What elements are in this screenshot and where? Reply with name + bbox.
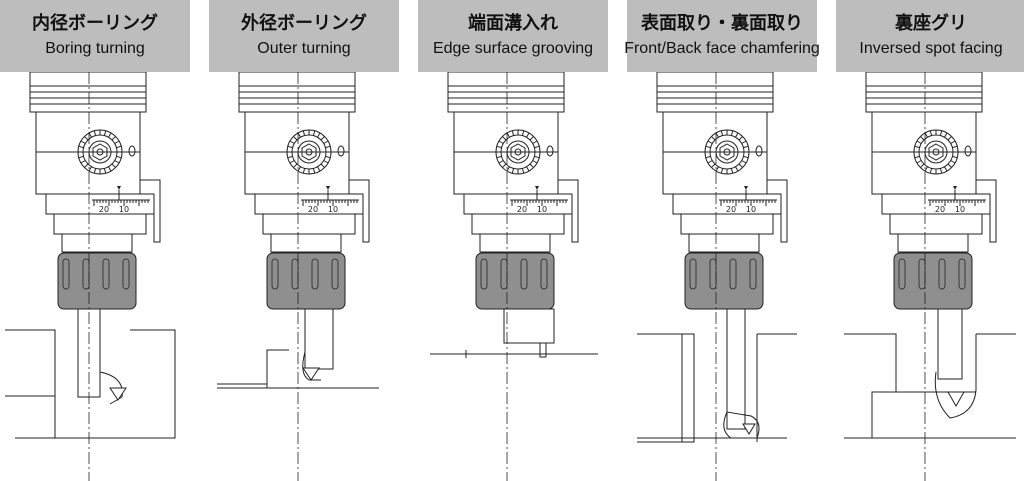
hex-socket-icon	[510, 143, 526, 161]
scale-label-20: 20	[935, 205, 945, 214]
scale-label-20: 20	[517, 205, 527, 214]
collet-nut	[684, 252, 764, 310]
panel-header: 裏座グリ Inversed spot facing	[836, 0, 1024, 72]
title-english: Boring turning	[45, 40, 145, 57]
workpiece-and-tool	[5, 308, 176, 439]
title-japanese: 端面溝入れ	[468, 13, 558, 34]
neck	[270, 233, 342, 253]
adjust-screw-icon	[964, 145, 972, 157]
adjust-screw-icon	[337, 145, 345, 157]
workpiece-and-tool	[430, 308, 598, 358]
hex-socket-icon	[719, 143, 735, 161]
side-block	[558, 179, 579, 243]
boring-head-drawing: 20 10	[5, 72, 176, 481]
scale-label-20: 20	[726, 205, 736, 214]
title-japanese: 内径ボーリング	[32, 13, 158, 34]
scale-label-20: 20	[308, 205, 318, 214]
head-main-body	[244, 111, 350, 195]
scale-pointer	[744, 186, 748, 190]
scale-ticks	[511, 200, 567, 206]
scale-label-10: 10	[328, 205, 338, 214]
scale-pointer	[535, 186, 539, 190]
scale-label-20: 20	[99, 205, 109, 214]
side-block	[976, 179, 997, 243]
hex-socket-icon	[92, 143, 108, 161]
head-main-body	[871, 111, 977, 195]
neck	[897, 233, 969, 253]
title-japanese: 外径ボーリング	[241, 13, 367, 34]
scale-ticks	[929, 200, 985, 206]
boring-head-drawing: 20 10	[637, 72, 797, 481]
operation-panel-2: 外径ボーリング Outer turning	[209, 0, 399, 481]
scale-pointer	[953, 186, 957, 190]
collet-nut	[266, 252, 346, 310]
head-main-body	[662, 111, 768, 195]
panel-header: 表面取り・裏面取り Front/Back face chamfering	[624, 0, 820, 72]
scale-ticks	[720, 200, 776, 206]
neck	[479, 233, 551, 253]
neck	[61, 233, 133, 253]
boring-head-drawing: 20 10	[430, 72, 598, 481]
panel-header: 外径ボーリング Outer turning	[209, 0, 399, 72]
side-block	[140, 179, 161, 243]
hex-socket-icon	[301, 143, 317, 161]
title-japanese: 裏座グリ	[895, 13, 967, 34]
scale-ticks	[93, 200, 149, 206]
operation-panel-4: 表面取り・裏面取り Front/Back face chamfering	[624, 0, 820, 481]
operation-panel-3: 端面溝入れ Edge surface grooving	[418, 0, 608, 481]
title-english: Outer turning	[257, 40, 351, 57]
scale-label-10: 10	[119, 205, 129, 214]
collet-nut	[475, 252, 555, 310]
scale-label-10: 10	[537, 205, 547, 214]
collet-nut	[57, 252, 137, 310]
workpiece-and-tool	[844, 308, 1016, 439]
head-main-body	[35, 111, 141, 195]
title-english: Edge surface grooving	[432, 40, 594, 57]
adjust-screw-icon	[128, 145, 136, 157]
hex-socket-icon	[928, 143, 944, 161]
title-japanese: 表面取り・裏面取り	[641, 13, 803, 34]
boring-head-drawing: 20 10	[844, 72, 1016, 481]
scale-label-10: 10	[746, 205, 756, 214]
scale-label-10: 10	[955, 205, 965, 214]
scale-ticks	[302, 200, 358, 206]
panel-header: 端面溝入れ Edge surface grooving	[418, 0, 608, 72]
collet-nut	[893, 252, 973, 310]
slide-lower	[471, 213, 565, 235]
slide-lower	[680, 213, 774, 235]
neck	[688, 233, 760, 253]
adjust-screw-icon	[755, 145, 763, 157]
operation-panel-1: 内径ボーリング Boring turning	[0, 0, 190, 481]
workpiece-and-tool	[637, 308, 797, 443]
operation-panel-5: 裏座グリ Inversed spot facing	[836, 0, 1024, 481]
title-english: Inversed spot facing	[859, 40, 1003, 57]
head-main-body	[453, 111, 559, 195]
slide-lower	[889, 213, 983, 235]
side-block	[767, 179, 788, 243]
boring-head-drawing: 20 10	[217, 72, 379, 481]
title-english: Front/Back face chamfering	[624, 40, 820, 57]
slide-lower	[53, 213, 147, 235]
slide-lower	[262, 213, 356, 235]
workpiece-and-tool	[217, 308, 379, 389]
panel-header: 内径ボーリング Boring turning	[0, 0, 190, 72]
side-block	[349, 179, 370, 243]
scale-pointer	[326, 186, 330, 190]
adjust-screw-icon	[546, 145, 554, 157]
scale-pointer	[117, 186, 121, 190]
